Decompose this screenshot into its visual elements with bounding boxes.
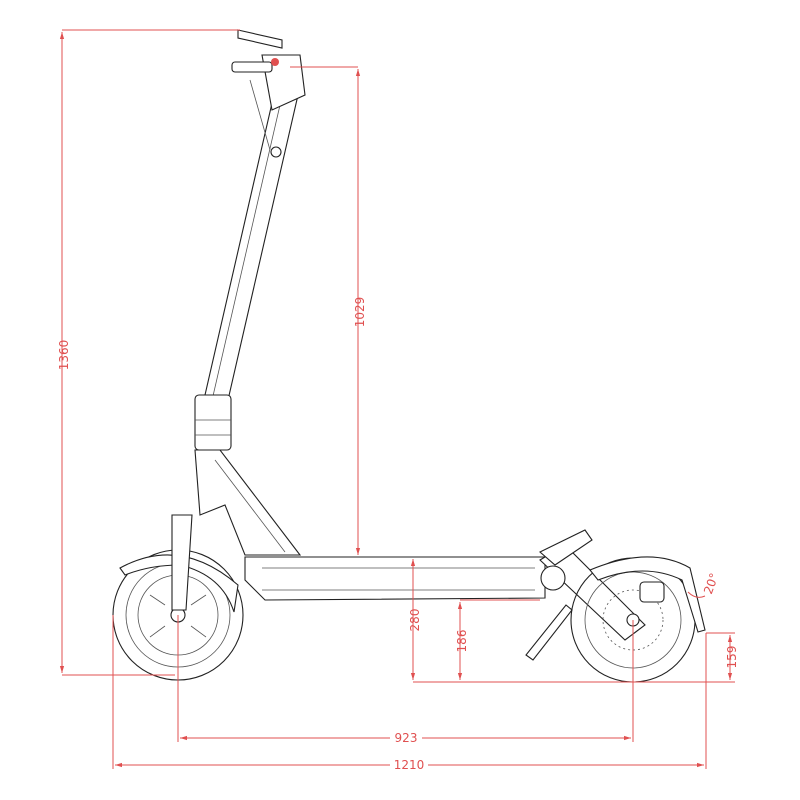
stem bbox=[194, 89, 299, 451]
deck bbox=[244, 556, 546, 601]
overall-length-label: 1210 bbox=[394, 758, 425, 772]
handlebar bbox=[231, 29, 306, 151]
scooter bbox=[112, 29, 706, 683]
kickstand bbox=[525, 604, 573, 661]
dimension-overall-height: 1360 bbox=[57, 29, 240, 676]
front-fork bbox=[171, 514, 193, 611]
ground-clearance-label: 186 bbox=[455, 630, 469, 653]
front-fender bbox=[119, 554, 239, 613]
dimension-ground-clearance: 186 bbox=[455, 599, 540, 680]
dimension-wheelbase: 923 bbox=[177, 615, 634, 745]
overall-height-label: 1360 bbox=[57, 340, 71, 371]
deck-height-label: 280 bbox=[408, 609, 422, 632]
rear-fender-height-label: 159 bbox=[725, 646, 739, 669]
handlebar-height-label: 1029 bbox=[353, 297, 367, 328]
rear-suspension bbox=[539, 529, 646, 641]
dimension-fender-angle: 20° bbox=[687, 571, 721, 598]
dimension-deck-height: 280 bbox=[408, 559, 422, 680]
fender-angle-label: 20° bbox=[701, 571, 721, 596]
wheelbase-label: 923 bbox=[395, 731, 418, 745]
dimension-handlebar-height: 1029 bbox=[290, 66, 367, 555]
dimension-overall-length: 1210 bbox=[112, 615, 707, 772]
rear-fender bbox=[589, 556, 706, 633]
brake-caliper bbox=[639, 581, 665, 603]
dimension-rear-fender-height: 159 bbox=[706, 632, 739, 680]
